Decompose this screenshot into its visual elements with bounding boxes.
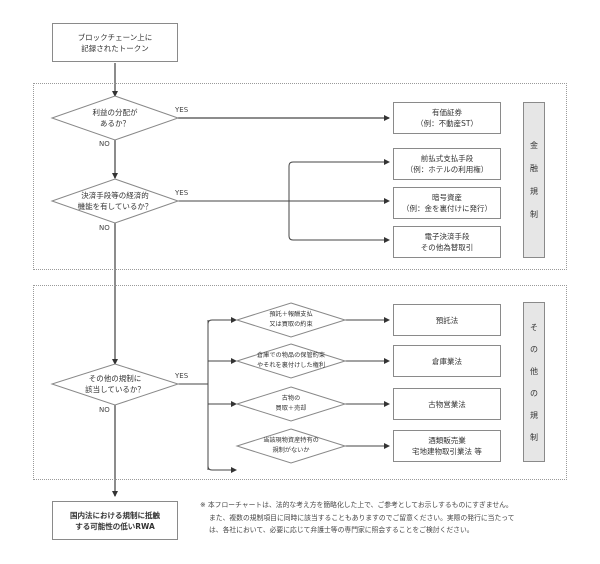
condition-text-1: 預託＋報酬支払 又は買取の約束 [269,311,313,328]
side-char: 融 [530,164,538,173]
financial-regulation-region [33,83,567,270]
side-char: 規 [530,410,538,420]
start-box: ブロックチェーン上に 記録されたトークン [52,23,178,62]
outcome-securities: 有価証券 （例：不動産ST） [393,102,501,134]
outcome-liquor-realestate-act: 酒類販売業 宅地建物取引業法 等 [393,430,501,462]
decision-diamond-q3 [50,363,180,406]
footnote-mark: ※ [200,501,206,509]
decision-text-q3: その他の規制に 該当しているか？ [85,374,145,394]
side-char: の [530,344,538,354]
other-regulation-region [33,285,567,480]
q2-yes-label: YES [175,189,189,197]
connector-q3-branch-1 [207,317,237,325]
q1-no-label: NO [99,140,110,148]
connector-q2-branch-2 [288,201,390,243]
condition-diamond-1 [235,302,347,338]
condition-diamond-3 [235,386,347,422]
decision-text-q2: 決済手段等の経済的 機能を有しているか？ [77,191,153,211]
condition-text-4: 当該現物資産特有の 規制がないか [263,437,319,454]
q3-yes-label: YES [175,372,189,380]
side-char: 規 [530,187,538,196]
decision-diamond-q1 [50,95,180,141]
q3-no-label: NO [99,406,110,414]
side-char: の [530,388,538,398]
side-char: 金 [530,141,538,150]
q2-no-label: NO [99,224,110,232]
footnote-line-3: は、各社において、必要に応じて弁護士等の専門家に照会することをご検討ください。 [209,526,474,534]
outcome-deposit-act: 預託法 [393,304,501,336]
end-box: 国内法における規制に抵触 する可能性の低いRWA [52,501,178,540]
outcome-prepaid-payment: 前払式支払手段 （例：ホテルの利用権） [393,148,501,180]
decision-diamond-q2 [50,178,180,224]
q1-yes-label: YES [175,106,189,114]
footnote-text: 本フローチャートは、法的な考え方を簡略化した上で、ご参考としてお示しするものにす… [207,501,513,509]
connector-q2-branch [288,159,390,201]
footnote-line-1: ※ 本フローチャートは、法的な考え方を簡略化した上で、ご参考としてお示しするもの… [200,499,600,512]
side-char: そ [530,322,538,332]
condition-text-2: 倉庫での物品の保管約束 やそれを裏付けした権利 [256,352,326,369]
condition-diamond-2 [235,343,347,379]
footnote-line-2: また、複数の規制項目に同時に該当することもありますのでご留意ください。実際の発行… [209,513,515,522]
side-char: 他 [530,366,538,376]
side-char: 制 [530,432,538,442]
outcome-crypto-asset: 暗号資産 （例：金を裏付けに発行） [393,187,501,219]
outcome-warehouse-act: 倉庫業法 [393,345,501,377]
outcome-electronic-payment: 電子決済手段 その他為替取引 [393,226,501,258]
financial-regulation-label: 金 融 規 制 [523,102,545,258]
decision-text-q1: 利益の分配が あるか？ [92,108,138,128]
connector-q3-branch-4 [207,465,237,473]
footnote: ※ 本フローチャートは、法的な考え方を簡略化した上で、ご参考としてお示しするもの… [200,499,600,537]
other-regulation-label: そ の 他 の 規 制 [523,302,545,462]
condition-text-3: 古物の 買取＋売却 [275,395,307,412]
outcome-secondhand-act: 古物営業法 [393,388,501,420]
condition-diamond-4 [235,428,347,464]
side-char: 制 [530,210,538,219]
